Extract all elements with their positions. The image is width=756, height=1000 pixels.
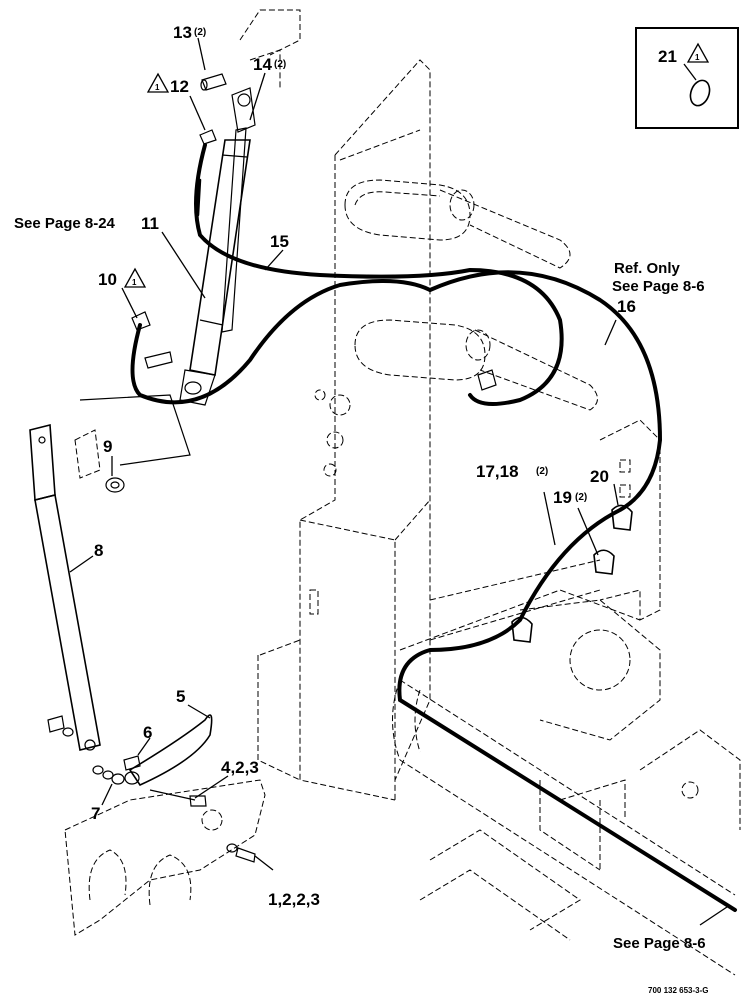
lower-roller <box>354 319 598 411</box>
callout-15: 15 <box>270 232 289 251</box>
spacer-6 <box>123 755 141 771</box>
bolt-4 <box>149 789 207 807</box>
fitting-tee <box>477 369 497 391</box>
warning-triangle-icon: 1 <box>123 267 147 288</box>
svg-text:1: 1 <box>155 83 160 92</box>
callout-20: 20 <box>590 467 609 486</box>
callout-12: 12 <box>170 77 189 96</box>
callout-4-2-3: 4,2,3 <box>221 758 259 777</box>
callout-8: 8 <box>94 541 103 560</box>
support-plate <box>74 394 191 493</box>
callout-9: 9 <box>103 437 112 456</box>
clamp-20 <box>611 504 633 531</box>
document-id: 700 132 653-3-G <box>648 986 709 995</box>
callout-14-qty: (2) <box>274 59 286 70</box>
callout-17-18: 17,18 <box>476 462 519 481</box>
callout-10: 10 <box>98 270 117 289</box>
callout-13: 13 <box>173 23 192 42</box>
callout-16-ref2: See Page 8-6 <box>612 278 705 295</box>
clamp-19 <box>511 549 615 643</box>
bolt-left <box>47 715 74 737</box>
bolt-1 <box>226 843 256 863</box>
callout-19: 19 <box>553 488 572 507</box>
bottom-ref: See Page 8-6 <box>613 935 706 952</box>
main-frame <box>257 59 431 801</box>
callout-19-qty: (2) <box>575 492 587 503</box>
link-arm <box>29 423 101 751</box>
callout-21: 21 <box>658 47 677 66</box>
mount-bracket <box>64 779 266 936</box>
callout-7: 7 <box>91 804 100 823</box>
svg-text:1: 1 <box>132 278 137 287</box>
callout-5: 5 <box>176 687 185 706</box>
callout-11: 11 <box>141 214 159 233</box>
leader-lines <box>69 37 731 926</box>
callout-labels: 13 (2) 14 (2) 12 See Page 8-24 11 15 10 … <box>14 23 709 995</box>
fitting-10 <box>131 311 151 331</box>
callout-1-2-2-3: 1,2,2,3 <box>268 890 320 909</box>
fitting-12 <box>199 129 217 145</box>
cross-tube <box>392 679 741 976</box>
callout-13-qty: (2) <box>194 27 206 38</box>
o-ring-icon <box>689 79 711 107</box>
upper-roller <box>344 179 571 269</box>
o-ring-inset <box>635 27 739 129</box>
callout-16: 16 <box>617 297 636 316</box>
callout-6: 6 <box>143 723 152 742</box>
washers-7 <box>92 765 125 785</box>
callout-11-ref: See Page 8-24 <box>14 215 116 232</box>
hose-15 <box>194 143 564 406</box>
callout-17-18-qty: (2) <box>536 466 548 477</box>
hose-lower <box>130 279 432 405</box>
callout-14: 14 <box>253 55 272 74</box>
warning-triangle-icon: 1 <box>146 72 170 93</box>
callout-16-ref1: Ref. Only <box>614 260 681 277</box>
pin-13 <box>200 73 227 91</box>
svg-text:1: 1 <box>695 53 700 62</box>
hose-16 <box>397 270 737 912</box>
handle-lever <box>124 714 213 787</box>
warning-triangle-icon: 1 <box>686 42 710 63</box>
right-frame <box>399 419 661 741</box>
